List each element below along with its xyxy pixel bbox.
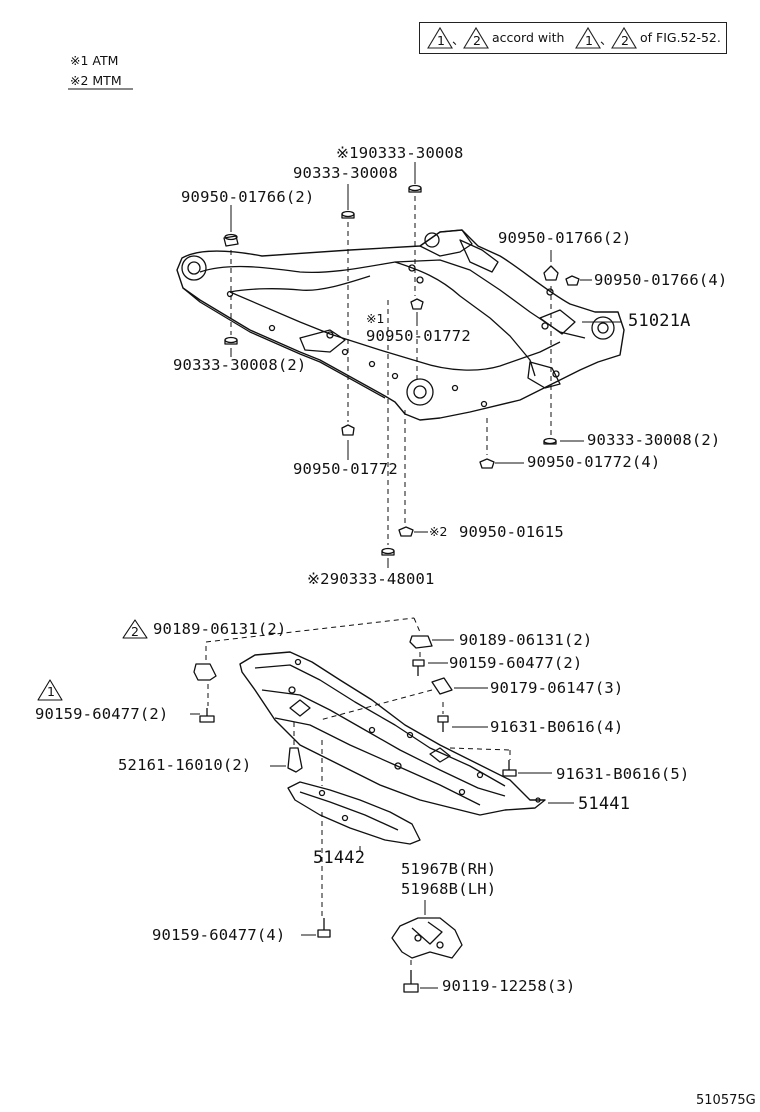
legend-fig-text: of FIG.52-52. xyxy=(640,30,721,45)
triangle-2-icon xyxy=(122,619,148,639)
part-label: 90119-12258(3) xyxy=(442,977,576,995)
front-crossmember-drawing xyxy=(176,229,625,421)
note-mtm: ※2 MTM xyxy=(70,73,122,88)
part-note-mark: ※2 xyxy=(429,524,448,539)
legend-sep: 、 xyxy=(452,32,465,47)
part-label: 90159-60477(4) xyxy=(152,926,286,944)
legend-box: 1 、 2 accord with 1 、 2 of FIG.52-52. xyxy=(419,22,727,54)
triangle-icon xyxy=(427,26,453,49)
legend-tri-1: 1 xyxy=(437,33,445,48)
legend-tri-2b: 2 xyxy=(621,33,629,48)
part-note-mark: ※1 xyxy=(366,311,385,326)
triangle-1-label: 1 xyxy=(47,684,55,699)
part-label: 90189-06131(2) xyxy=(459,631,593,649)
part-label: 90333-30008(2) xyxy=(173,356,307,374)
dashed-alignment-lines-lower xyxy=(205,617,511,968)
part-label: 90333-30008 xyxy=(293,164,398,182)
part-label: 51968B(LH) xyxy=(401,880,497,898)
legend-tri-1b: 1 xyxy=(585,33,593,48)
part-label: 90159-60477(2) xyxy=(449,654,583,672)
crossmember-fasteners xyxy=(223,184,580,556)
part-label: 90950-01615 xyxy=(459,523,564,541)
legend-accord-text: accord with xyxy=(492,30,565,45)
part-label: 90189-06131(2) xyxy=(153,620,287,638)
triangle-icon xyxy=(575,26,601,49)
triangle-icon xyxy=(463,26,489,49)
leader-lines-lower xyxy=(190,639,574,989)
triangle-2-label: 2 xyxy=(131,624,139,639)
part-label: 90950-01766(2) xyxy=(181,188,315,206)
figure-id: 510575G xyxy=(696,1093,756,1108)
part-label: ※290333-48001 xyxy=(307,570,435,588)
part-label: ※190333-30008 xyxy=(336,144,464,162)
part-label: 51021A xyxy=(628,311,691,331)
note-atm: ※1 ATM xyxy=(70,53,119,68)
bracket-drawing xyxy=(391,917,463,959)
cover-fasteners xyxy=(193,635,517,993)
part-label: 51967B(RH) xyxy=(401,860,497,878)
triangle-icon xyxy=(611,26,637,49)
part-label: 51442 xyxy=(313,848,366,868)
part-label: 90179-06147(3) xyxy=(490,679,624,697)
leader-lines-upper xyxy=(230,162,622,568)
part-label: 91631-B0616(5) xyxy=(556,765,690,783)
part-label: 51441 xyxy=(578,794,631,814)
part-label: 90950-01772(4) xyxy=(527,453,661,471)
part-label: 91631-B0616(4) xyxy=(490,718,624,736)
legend-tri-2: 2 xyxy=(473,33,481,48)
part-label: 90333-30008(2) xyxy=(587,431,721,449)
legend-sep-b: 、 xyxy=(600,32,613,47)
engine-under-cover-drawing xyxy=(239,651,546,816)
part-label: 90950-01766(2) xyxy=(498,229,632,247)
under-cover-plate-drawing xyxy=(287,781,421,845)
triangle-1-icon xyxy=(37,679,63,701)
part-label: 52161-16010(2) xyxy=(118,756,252,774)
dashed-alignment-lines-upper xyxy=(230,196,552,545)
part-label: 90950-01766(4) xyxy=(594,271,728,289)
legend-triangles xyxy=(427,26,637,49)
part-label: 90950-01772 xyxy=(366,327,471,345)
part-label: 90950-01772 xyxy=(293,460,398,478)
part-label: 90159-60477(2) xyxy=(35,705,169,723)
